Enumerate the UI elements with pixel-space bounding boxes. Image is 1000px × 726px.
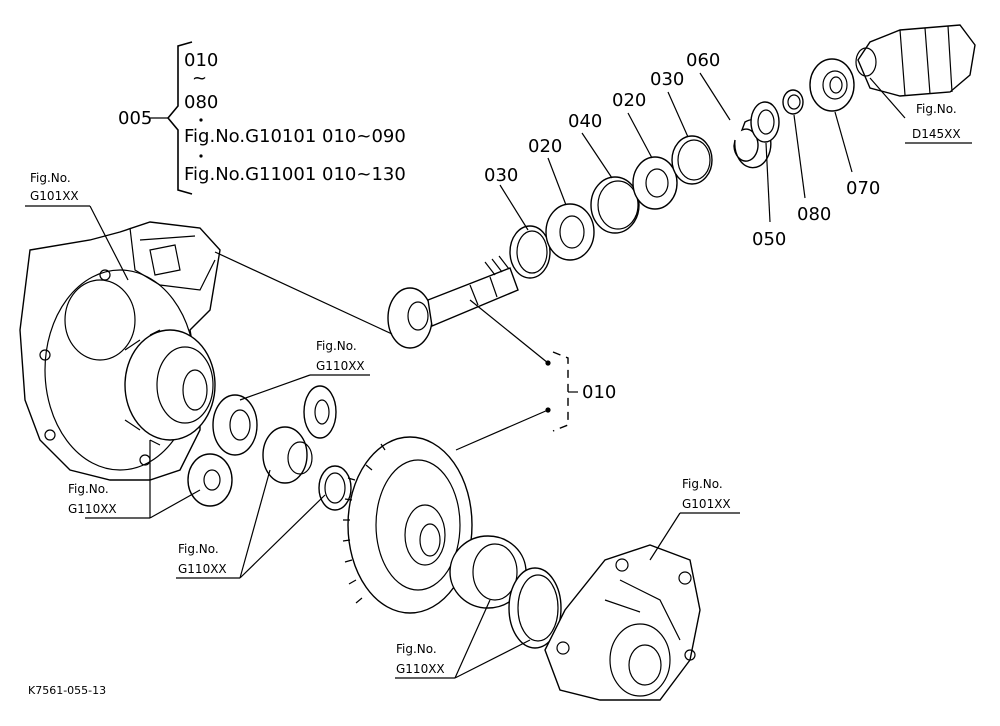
- diff-bevel-gear-1: [212, 394, 258, 456]
- figref-low-left-line1: Fig.No.: [178, 542, 219, 556]
- ref-line-1: 010: [184, 50, 218, 71]
- figref-right-lower-line2: G101XX: [682, 497, 731, 511]
- label-020-a: 020: [528, 136, 562, 157]
- part-030-ring-b: [671, 135, 713, 185]
- label-060: 060: [686, 50, 720, 71]
- figref-top-left-line2: G101XX: [30, 189, 79, 203]
- label-040: 040: [568, 111, 602, 132]
- ref-dot-2: [199, 154, 203, 158]
- label-050: 050: [752, 229, 786, 250]
- ref-line-5: Fig.No.G11001 010~130: [184, 164, 406, 185]
- figref-mid-center-line2: G110XX: [316, 359, 365, 373]
- part-050-nut: [750, 101, 780, 143]
- upper-right-housing: [855, 24, 976, 97]
- label-030-a: 030: [484, 165, 518, 186]
- label-020-b: 020: [612, 90, 646, 111]
- part-040-spacer: [590, 176, 640, 234]
- ref-line-3: 080: [184, 92, 218, 113]
- figref-mid-left-line1: Fig.No.: [68, 482, 109, 496]
- figref-right-lower-line1: Fig.No.: [682, 477, 723, 491]
- ref-main-label: 005: [118, 108, 152, 129]
- lower-bearing: [449, 535, 562, 649]
- label-070: 070: [846, 178, 880, 199]
- assembly-010-bracket: [214, 251, 578, 451]
- figref-top-right-line2: D145XX: [912, 127, 961, 141]
- leader-lines: [25, 72, 972, 679]
- figref-top-left-line1: Fig.No.: [30, 171, 71, 185]
- part-020-bearing-a: [545, 203, 595, 261]
- part-070-seal: [809, 58, 855, 112]
- reference-block: 005 010 ~ 080 Fig.No.G10101 010~090 Fig.…: [118, 41, 406, 195]
- label-080: 080: [797, 204, 831, 225]
- figref-mid-left-line2: G110XX: [68, 502, 117, 516]
- differential-gears: [187, 385, 352, 511]
- ref-line-4: Fig.No.G10101 010~090: [184, 126, 406, 147]
- differential-case: [124, 329, 216, 446]
- diff-bevel-gear-2: [303, 385, 337, 439]
- ref-line-2: ~: [192, 68, 207, 89]
- diff-washer: [318, 465, 352, 511]
- diff-pinion-gear: [187, 453, 233, 507]
- figref-bottom-center-line2: G110XX: [396, 662, 445, 676]
- figref-mid-center-line1: Fig.No.: [316, 339, 357, 353]
- pinion-shaft: [387, 255, 519, 349]
- drawing-code: K7561-055-13: [28, 684, 106, 697]
- part-030-ring: [509, 225, 551, 279]
- ref-dot-1: [199, 118, 203, 122]
- label-010: 010: [582, 382, 616, 403]
- part-020-bearing-b: [632, 156, 678, 210]
- label-030-b: 030: [650, 69, 684, 90]
- lower-right-housing: [544, 544, 701, 701]
- figref-low-left-line2: G110XX: [178, 562, 227, 576]
- ring-gear: [342, 436, 473, 614]
- axis-parts: [509, 58, 855, 279]
- figref-top-right-line1: Fig.No.: [916, 102, 957, 116]
- diff-side-gear: [262, 426, 308, 484]
- figref-bottom-center-line1: Fig.No.: [396, 642, 437, 656]
